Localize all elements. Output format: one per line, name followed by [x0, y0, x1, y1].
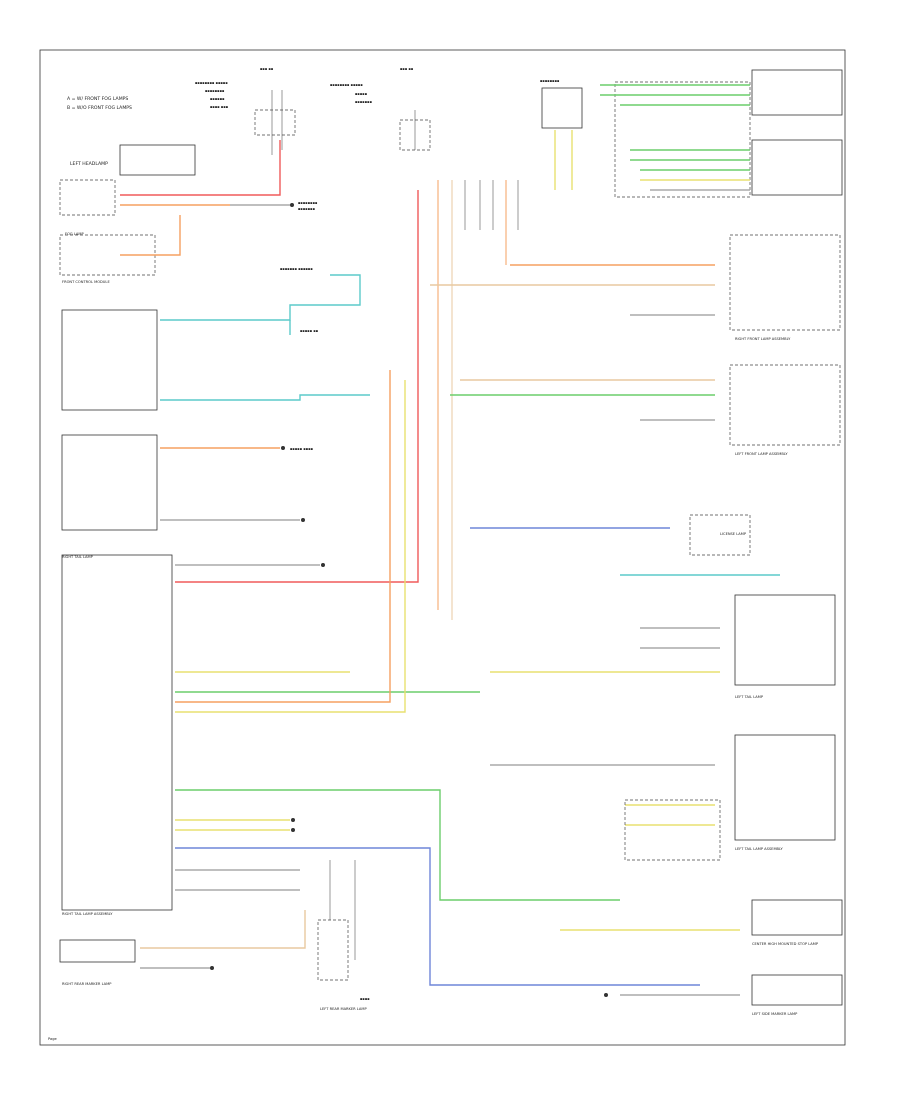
svg-text:▪▪▪▪▪▪▪▪: ▪▪▪▪▪▪▪▪	[298, 201, 318, 205]
license-lamp-label: LICENSE LAMP	[720, 532, 747, 536]
bottom-ground: ▪▪▪▪	[354, 860, 370, 1001]
svg-text:▪▪▪▪▪▪▪▪: ▪▪▪▪▪▪▪▪	[540, 79, 560, 83]
top-right-switch	[541, 87, 583, 129]
svg-text:▪▪▪ ▪▪: ▪▪▪ ▪▪	[260, 67, 274, 71]
page-footer: Page	[48, 1037, 57, 1041]
left-tail-lamp-label: LEFT TAIL LAMP	[735, 695, 764, 699]
svg-text:▪▪▪▪▪▪▪▪ ▪▪▪▪▪: ▪▪▪▪▪▪▪▪ ▪▪▪▪▪	[330, 83, 363, 87]
svg-text:▪▪▪▪▪: ▪▪▪▪▪	[355, 92, 368, 96]
svg-text:▪▪▪▪▪▪▪▪ ▪▪▪▪▪: ▪▪▪▪▪▪▪▪ ▪▪▪▪▪	[195, 81, 228, 85]
svg-text:▪▪▪▪: ▪▪▪▪	[360, 997, 370, 1001]
wire-green-bottom	[175, 789, 620, 901]
diagram-frame	[39, 49, 846, 1046]
fog-lamp-label: FOG LAMP	[65, 232, 84, 236]
svg-text:▪▪▪ ▪▪: ▪▪▪ ▪▪	[400, 67, 414, 71]
wire-blue-bottom	[175, 847, 700, 986]
left-headlamp-label: LEFT HEADLAMP	[70, 161, 108, 167]
legend-b: B = W/O FRONT FOG LAMPS	[67, 105, 132, 111]
svg-text:▪▪▪▪▪▪▪▪: ▪▪▪▪▪▪▪▪	[205, 89, 225, 93]
right-front-lamp-box	[729, 234, 841, 331]
svg-text:▪▪▪▪▪▪▪ ▪▪▪▪▪▪: ▪▪▪▪▪▪▪ ▪▪▪▪▪▪	[280, 267, 313, 271]
left-front-lamp-label: LEFT FRONT LAMP ASSEMBLY	[735, 452, 788, 456]
center-stop-label: CENTER HIGH MOUNTED STOP LAMP	[752, 942, 819, 946]
right-tail-assembly-label: RIGHT TAIL LAMP ASSEMBLY	[62, 912, 113, 916]
legend-a: A = W/ FRONT FOG LAMPS	[67, 96, 128, 102]
top-fuse-center: ▪▪▪ ▪▪ ▪▪▪▪▪▪▪▪ ▪▪▪▪▪ ▪▪▪▪▪ ▪▪▪▪▪▪▪	[330, 67, 431, 151]
wire-teal-2	[160, 394, 370, 401]
top-fuse-left: ▪▪▪ ▪▪ ▪▪▪▪▪▪▪▪ ▪▪▪▪▪ ▪▪▪▪▪▪▪▪ ▪▪▪▪▪▪ ▪▪…	[195, 67, 296, 155]
svg-text:▪▪▪▪▪ ▪▪▪▪: ▪▪▪▪▪ ▪▪▪▪	[290, 447, 314, 451]
svg-text:▪▪▪▪▪▪▪: ▪▪▪▪▪▪▪	[355, 100, 373, 104]
wire-orange-vertical	[175, 370, 391, 703]
wire-teal-1	[160, 274, 361, 321]
right-rear-marker-label: RIGHT REAR MARKER LAMP	[62, 982, 112, 986]
center-bus	[437, 180, 519, 620]
left-tail-lamp-box	[734, 594, 836, 686]
wire-red-top	[120, 140, 281, 196]
svg-text:▪▪▪▪▪▪: ▪▪▪▪▪▪	[210, 97, 225, 101]
left-side-marker-label: LEFT SIDE MARKER LAMP	[752, 1012, 798, 1016]
left-rear-marker-label: LEFT REAR MARKER LAMP	[320, 1007, 367, 1011]
right-front-lamp-label: RIGHT FRONT LAMP ASSEMBLY	[735, 337, 791, 341]
left-rear-marker: LEFT REAR MARKER LAMP	[317, 860, 367, 1011]
svg-text:▪▪▪▪▪ ▪▪: ▪▪▪▪▪ ▪▪	[300, 329, 319, 333]
svg-text:▪▪▪▪ ▪▪▪: ▪▪▪▪ ▪▪▪	[210, 105, 229, 109]
left-tail-assembly-label: LEFT TAIL LAMP ASSEMBLY	[735, 847, 784, 851]
right-tail-assembly-box	[61, 554, 173, 911]
right-tail-label: RIGHT TAIL LAMP	[62, 555, 94, 559]
wire-red-vertical	[175, 190, 419, 583]
svg-text:▪▪▪▪▪▪▪: ▪▪▪▪▪▪▪	[298, 207, 316, 211]
left-headlamp-box	[119, 144, 196, 176]
front-control-label: FRONT CONTROL MODULE	[62, 280, 110, 284]
